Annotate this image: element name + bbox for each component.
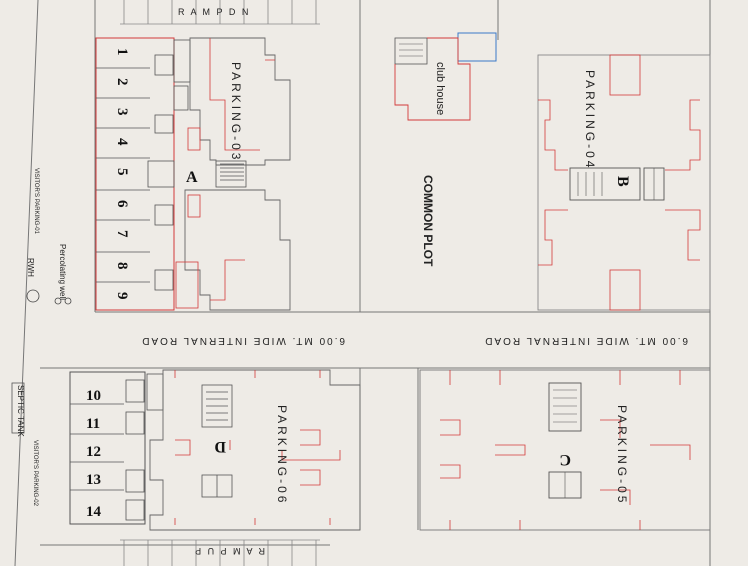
building-d-label: D (214, 438, 226, 455)
unit-label: 1 (114, 48, 130, 56)
septic-tank (11, 382, 25, 434)
unit-label: 13 (86, 472, 101, 488)
unit-label: 5 (114, 168, 130, 176)
percolating-well-label: Percolating well (58, 244, 67, 300)
internal-road-label-left: 6.00 MT. WIDE INTERNAL ROAD (140, 335, 345, 346)
parking-04-label: PARKING-04 (583, 70, 597, 170)
visitors-parking-02-label: VISITOR'S PARKING-02 (32, 440, 38, 507)
building-d (69, 369, 361, 531)
common-plot-label: COMMON PLOT (421, 175, 435, 267)
septic-tank-label: SEPTIC TANK (16, 385, 25, 437)
ramp-bottom (120, 539, 320, 566)
unit-label: 11 (86, 416, 100, 432)
building-b (537, 54, 711, 311)
unit-label: 9 (114, 292, 130, 300)
internal-road-label-right: 6.00 MT. WIDE INTERNAL ROAD (483, 335, 688, 346)
parking-05-label: PARKING-05 (615, 405, 629, 505)
building-a-label: A (186, 169, 198, 186)
percolating-well-icon (64, 297, 72, 305)
ramp-bottom-label: R A M P U P (193, 546, 265, 556)
building-a (95, 37, 291, 311)
unit-label: 10 (86, 388, 101, 404)
unit-label: 6 (114, 200, 130, 208)
units-bottom: 10 11 12 13 14 (86, 388, 102, 520)
parking-06-label: PARKING-06 (275, 405, 289, 505)
club-house-label: club house (434, 62, 446, 115)
parking-03-label: PARKING-03 (229, 62, 243, 162)
ramp-top-label: R A M P D N (178, 7, 250, 17)
unit-label: 4 (114, 138, 130, 146)
unit-label: 14 (86, 504, 102, 520)
unit-label: 12 (86, 444, 101, 460)
ramp-top (120, 0, 320, 25)
unit-label: 8 (114, 262, 130, 270)
building-c-label: C (559, 451, 571, 468)
building-b-label: B (614, 176, 631, 187)
rwh-label: RWH (26, 258, 35, 277)
unit-label: 2 (114, 78, 130, 86)
units-top: 1 2 3 4 5 6 7 8 9 (114, 48, 130, 300)
club-house (394, 32, 497, 121)
percolating-well-icon (54, 297, 62, 305)
unit-label: 3 (114, 108, 130, 116)
unit-label: 7 (114, 230, 130, 238)
building-c (419, 369, 711, 531)
visitors-parking-01-label: VISITOR'S PARKING-01 (33, 168, 39, 235)
rwh-icon (26, 289, 40, 303)
